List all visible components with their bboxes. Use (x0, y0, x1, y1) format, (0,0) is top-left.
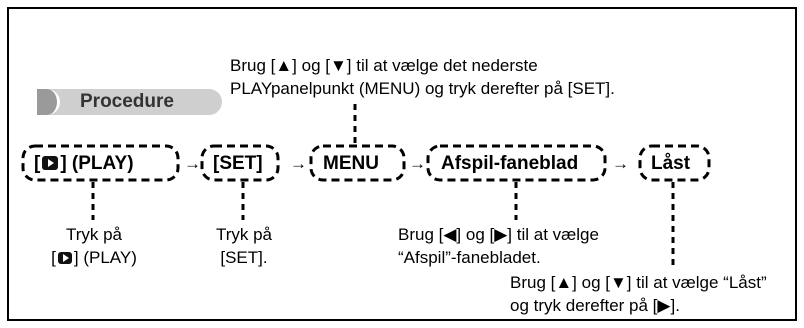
step-box-play (21, 144, 180, 182)
play-mode-icon (42, 155, 59, 170)
note-afspil-line1: Brug [◀] og [▶] til at vælge (398, 225, 599, 244)
procedure-label: Procedure (80, 91, 174, 112)
step-play-close: ] (PLAY) (60, 153, 134, 174)
top-note-line1: Brug [▲] og [▼] til at vælge det nederst… (230, 56, 538, 75)
badge-cap (37, 89, 60, 115)
note-set-line2: [SET]. (220, 248, 268, 267)
step-set: [SET] (213, 153, 263, 174)
note-set-line1: Tryk på (215, 225, 273, 244)
step-play: [ ] (PLAY) (34, 152, 134, 176)
note-play-open: [ (51, 248, 56, 267)
step-box-set (200, 144, 280, 182)
note-play-line2: [ ] (PLAY) (34, 247, 154, 269)
step-box-afspil (426, 144, 607, 182)
note-last-line1: Brug [▲] og [▼] til at vælge “Låst” (510, 273, 767, 292)
note-afspil-line2: “Afspil”-fanebladet. (398, 248, 541, 267)
note-last-line2: og tryk derefter på [▶]. (510, 296, 680, 315)
step-last: Låst (651, 153, 691, 174)
note-play-line1: Tryk på (65, 225, 123, 244)
note-play-close: ] (PLAY) (73, 248, 137, 267)
step-afspil: Afspil-faneblad (441, 153, 579, 174)
arrow-1: → (184, 154, 201, 173)
step-box-menu (309, 144, 406, 182)
play-mode-icon-small (57, 251, 72, 264)
arrow-4: → (612, 154, 629, 173)
step-play-open: [ (34, 153, 41, 174)
procedure-frame (7, 7, 797, 321)
procedure-badge: Procedure (37, 89, 222, 115)
arrow-3: → (409, 154, 426, 173)
arrow-2: → (290, 154, 307, 173)
top-note-line2: PLAYpanelpunkt (MENU) og tryk derefter p… (230, 79, 615, 98)
step-menu: MENU (323, 153, 379, 174)
step-box-last (638, 144, 711, 182)
